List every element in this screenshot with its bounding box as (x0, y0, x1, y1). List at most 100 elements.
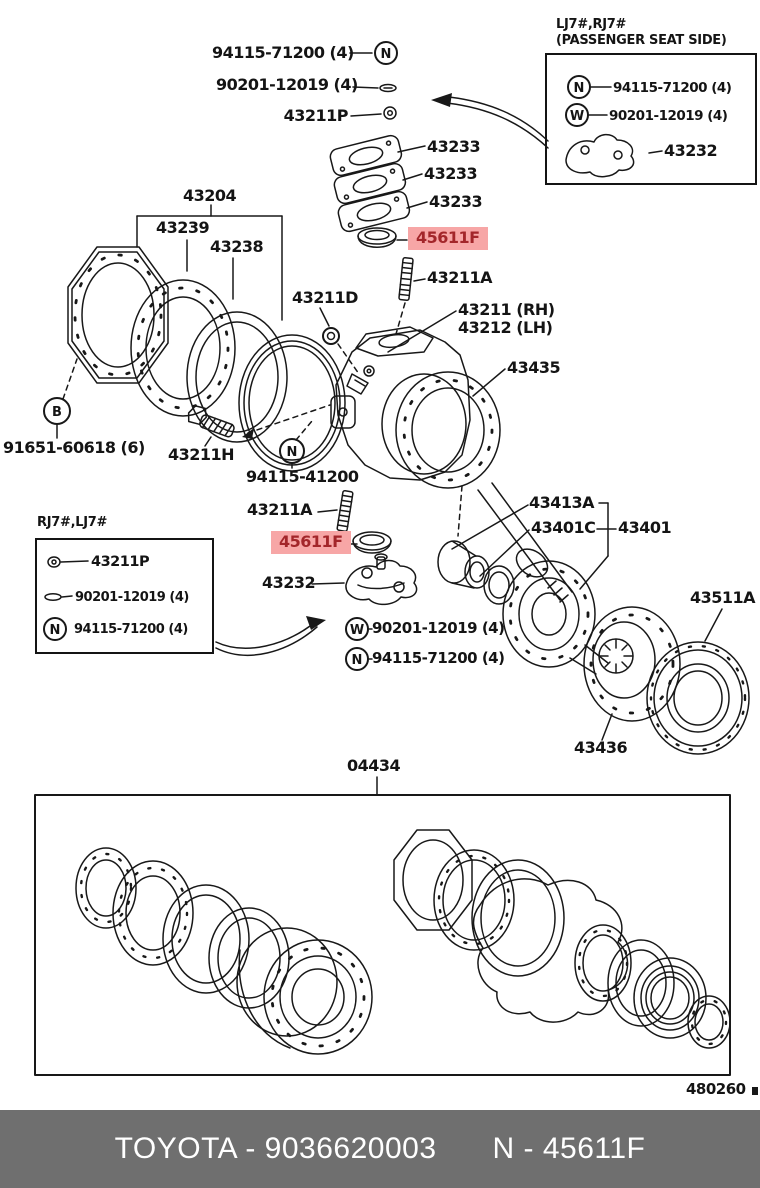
part-label-43204: 43204 (183, 186, 237, 205)
spindle-43401-drawing (502, 548, 609, 675)
b-callout: B (43, 358, 78, 439)
part-label-43239: 43239 (156, 218, 210, 237)
axle-shaft-drawing (477, 482, 573, 603)
part-label-43401c: 43401C (531, 518, 596, 537)
gasket-43233-1-drawing (329, 134, 403, 177)
n-letter: N (287, 445, 298, 460)
part-label-43211a-top: 43211A (427, 268, 493, 287)
part-label-43401: 43401 (618, 518, 672, 537)
bracket-43204 (136, 204, 283, 321)
plug-45611f-lower-drawing (349, 531, 392, 554)
nut-43211d-drawing (319, 307, 369, 395)
joint-43232-lower-drawing (345, 553, 418, 606)
n-letter: N (381, 47, 392, 62)
nut-icon-lh-box (47, 556, 89, 568)
passenger-box-item-90201: 90201-12019 (4) (609, 108, 728, 124)
part-label-43211d: 43211D (292, 288, 358, 307)
joint-43232-box-drawing (565, 133, 663, 178)
part-label-04434-kit: 04434 (347, 756, 401, 775)
part-label-43435: 43435 (507, 358, 561, 377)
bolt-43211h-drawing (187, 405, 235, 438)
lh-box (35, 538, 214, 654)
ring-43204-drawing (238, 334, 346, 472)
seal-43511a-drawing (646, 608, 750, 755)
kit-box-border (34, 794, 731, 1076)
stud-43211a-lower-drawing (336, 490, 354, 532)
part-label-45611f-lower-highlighted: 45611F (271, 531, 351, 554)
gasket-43233-2-drawing (333, 162, 407, 205)
diagram-art: N (34, 41, 758, 1095)
knuckle-43211-drawing (330, 326, 471, 481)
kit-housing-sketch (472, 878, 629, 1023)
n-callout-row: N (345, 647, 373, 671)
plug-45611f-top-drawing (357, 227, 408, 248)
kit-right-gasket-stack (393, 829, 565, 977)
n-callout-mid: N (279, 420, 313, 469)
bush-43413a-drawing (437, 540, 490, 589)
nut-icon-top (350, 106, 397, 120)
seal-43239-drawing (130, 279, 236, 417)
retainer-ring-drawing (67, 246, 169, 384)
arrow-from-lh-box (215, 616, 326, 656)
arrow-from-passenger-box (431, 93, 549, 149)
n-letter: N (50, 623, 61, 638)
part-label-94115-71200-row: 94115-71200 (4) (372, 649, 505, 667)
lh-box-header: RJ7#,LJ7# (37, 515, 108, 530)
footer-catalog-code: TOYOTA - 9036620003 (114, 1132, 437, 1165)
washer-icon-lh-box (44, 593, 73, 601)
kit-right-seal-stack (574, 924, 731, 1049)
w-callout-passenger-box: W (565, 103, 608, 127)
passenger-box-header: LJ7#,RJ7# (PASSENGER SEAT SIDE) (556, 17, 727, 50)
n-callout-lh-box: N (43, 617, 67, 641)
lh-box-item-94115: 94115-71200 (4) (74, 622, 188, 637)
part-label-90201-12019-top: 90201-12019 (4) (216, 75, 358, 94)
kit-left-gasket-stack (75, 847, 290, 1009)
part-label-43211a-lower: 43211A (247, 500, 313, 519)
part-label-94115-71200-top: 94115-71200 (4) (212, 43, 354, 62)
page-edge-marker (752, 1087, 758, 1095)
part-label-43232-lower: 43232 (262, 573, 316, 592)
n-letter: N (574, 81, 585, 96)
part-label-43233-1: 43233 (427, 137, 481, 156)
n-callout-passenger-box: N (567, 75, 612, 99)
n-letter: N (352, 653, 363, 668)
bracket-43401 (451, 502, 617, 590)
w-letter: W (350, 623, 364, 638)
passenger-box-header-line1: LJ7#,RJ7# (556, 17, 627, 32)
diagram-ref-number: 480260 (686, 1080, 746, 1098)
part-label-90201-12019-row: 90201-12019 (4) (372, 619, 505, 637)
part-label-91651-60618: 91651-60618 (6) (3, 438, 145, 457)
washer-icon-top (352, 83, 397, 93)
w-callout-row: W (345, 617, 373, 641)
gasket-43238-drawing (186, 311, 288, 443)
lh-box-item-43211p: 43211P (91, 554, 150, 570)
lh-box-item-90201: 90201-12019 (4) (75, 590, 189, 605)
part-label-43212-lh: 43212 (LH) (458, 318, 553, 337)
part-label-43238: 43238 (210, 237, 264, 256)
passenger-box-item-94115: 94115-71200 (4) (613, 80, 732, 96)
w-letter: W (570, 109, 584, 124)
part-label-43511a: 43511A (690, 588, 756, 607)
footer-bar: TOYOTA - 9036620003 N - 45611F (0, 1110, 760, 1188)
part-label-94115-41200: 94115-41200 (246, 467, 359, 486)
part-label-43211p: 43211P (283, 106, 349, 125)
part-label-43211-rh: 43211 (RH) (458, 300, 555, 319)
b-letter: B (52, 405, 62, 420)
passenger-box-item-43232: 43232 (664, 141, 718, 160)
ring-43401c-drawing (483, 565, 515, 605)
part-label-43233-2: 43233 (424, 164, 478, 183)
gasket-43233-3-drawing (337, 190, 411, 233)
part-label-43211h: 43211H (168, 445, 235, 464)
passenger-box (545, 53, 757, 185)
kit-left-hub (236, 927, 373, 1055)
stud-43211a-top-drawing (398, 257, 414, 301)
flange-43435-drawing (395, 371, 501, 489)
part-label-43413a: 43413A (529, 493, 595, 512)
part-label-45611f-top-highlighted: 45611F (408, 227, 488, 250)
part-label-43436: 43436 (574, 738, 628, 757)
passenger-box-header-line2: (PASSENGER SEAT SIDE) (556, 33, 727, 49)
part-label-43233-3: 43233 (429, 192, 483, 211)
nut-callout-top: N (349, 41, 398, 65)
footer-part-code: N - 45611F (492, 1132, 646, 1165)
